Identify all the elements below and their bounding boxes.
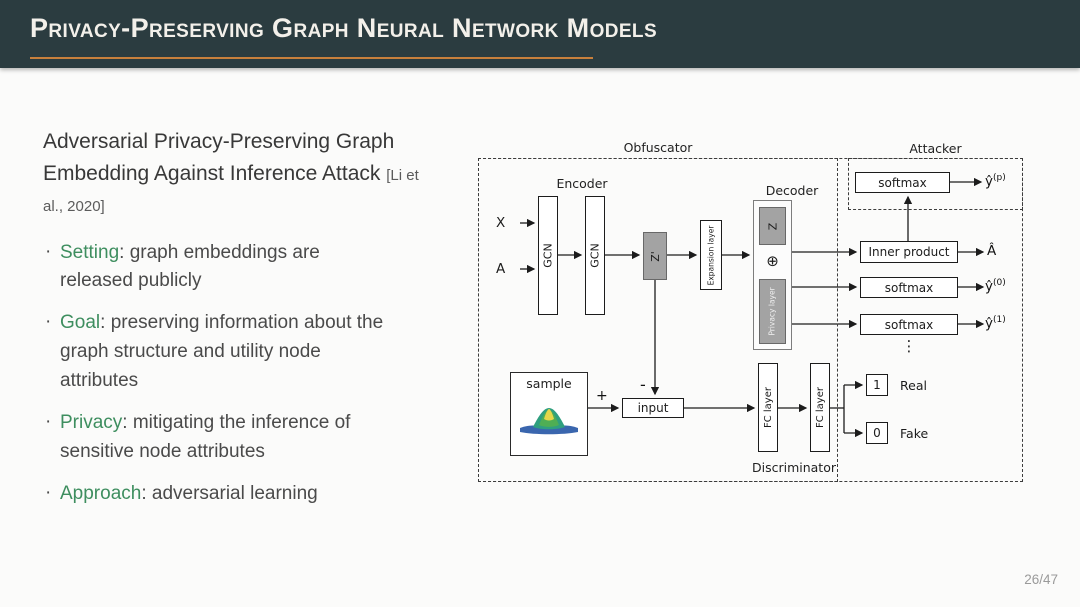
attacker-label: Attacker [909, 141, 962, 156]
fc-label: FC layer [814, 386, 826, 429]
sample-block: sample [510, 372, 588, 456]
bullet-item-privacy: · Privacy: mitigating the inference of s… [43, 409, 395, 467]
yp-sup: (p) [993, 173, 1006, 183]
y1-base: ŷ [985, 315, 993, 332]
expansion-layer-label: Expansion layer [706, 225, 716, 285]
gcn-label: GCN [588, 243, 602, 268]
plus-sign: + [596, 388, 608, 404]
privacy-layer-block: Privacy layer [759, 279, 786, 344]
title-accent-rule [30, 57, 593, 59]
fake-label: Fake [900, 426, 929, 441]
output-yp-label: ŷ(p) [985, 173, 1006, 190]
gcn-label: GCN [541, 243, 555, 268]
heading-text: Adversarial Privacy-Preserving Graph Emb… [43, 130, 395, 185]
sample-distribution-plot [520, 408, 578, 435]
privacy-layer-label: Privacy layer [768, 287, 778, 336]
softmax-y1-block: softmax [860, 314, 958, 335]
discriminator-label: Discriminator [751, 460, 836, 475]
bullet-marker: · [45, 311, 52, 333]
architecture-diagram: Obfuscator Attacker Encoder Decoder Disc… [478, 140, 1028, 492]
diagram-wires [520, 177, 985, 438]
minus-sign: - [640, 375, 646, 394]
slide-header: Privacy-Preserving Graph Neural Network … [0, 0, 1080, 68]
bullet-text: : mitigating the inference of sensitive … [60, 411, 351, 462]
real-label: Real [900, 378, 927, 393]
bullet-item-approach: · Approach: adversarial learning [43, 480, 395, 509]
z-label: Z [765, 222, 779, 230]
expansion-layer-block: Expansion layer [700, 220, 722, 290]
sample-label: sample [526, 376, 572, 391]
bullet-marker: · [45, 240, 52, 262]
gcn-layer-2: GCN [585, 196, 605, 315]
bullet-text: : graph embeddings are released publicly [60, 241, 320, 292]
attacker-frame [848, 158, 1023, 210]
ellipsis-vertical: ⋮ [901, 337, 917, 355]
decoder-label: Decoder [765, 183, 819, 198]
y0-base: ŷ [985, 278, 993, 295]
oplus-icon: ⊕ [766, 252, 779, 270]
encoder-label: Encoder [556, 176, 608, 191]
input-x-label: X [496, 215, 506, 231]
fc-layer-1: FC layer [758, 363, 778, 452]
z-block: Z [759, 207, 786, 245]
bullet-item-goal: · Goal: preserving information about the… [43, 309, 395, 396]
citation: [Li et al., 2020] [43, 166, 419, 216]
bullet-marker: · [45, 481, 52, 503]
z-prime-block: Z' [643, 232, 667, 280]
obfuscator-label: Obfuscator [623, 140, 693, 155]
bullet-keyword: Approach [60, 482, 142, 504]
bullet-list: · Setting: graph embeddings are released… [43, 239, 395, 509]
output-y0-label: ŷ(0) [985, 278, 1006, 295]
bullet-item-setting: · Setting: graph embeddings are released… [43, 239, 395, 297]
real-value-box: 1 [866, 374, 888, 396]
fake-value-box: 0 [866, 422, 888, 444]
text-column: Adversarial Privacy-Preserving Graph Emb… [43, 126, 439, 522]
fc-layer-2: FC layer [810, 363, 830, 452]
y1-sup: (1) [993, 315, 1006, 325]
softmax-y0-block: softmax [860, 277, 958, 298]
y0-sup: (0) [993, 278, 1006, 288]
bullet-text: : adversarial learning [141, 482, 318, 504]
block-heading: Adversarial Privacy-Preserving Graph Emb… [43, 126, 439, 221]
bullet-keyword: Goal [60, 312, 101, 334]
z-prime-label: Z' [648, 250, 662, 262]
yp-base: ŷ [985, 173, 993, 190]
bullet-keyword: Setting [60, 241, 120, 263]
output-y1-label: ŷ(1) [985, 315, 1006, 332]
obfuscator-frame [478, 158, 838, 482]
inner-product-block: Inner product [860, 241, 958, 263]
fc-label: FC layer [762, 386, 774, 429]
bullet-marker: · [45, 410, 52, 432]
input-block: input [622, 398, 684, 418]
input-a-label: A [496, 261, 506, 277]
output-ahat-label: Â [987, 243, 997, 259]
bullet-keyword: Privacy [60, 411, 123, 433]
page-number: 26/47 [1024, 572, 1058, 587]
slide-title: Privacy-Preserving Graph Neural Network … [30, 13, 658, 43]
attacker-softmax-block: softmax [855, 172, 950, 193]
bullet-text: : preserving information about the graph… [60, 312, 384, 391]
gcn-layer-1: GCN [538, 196, 558, 315]
